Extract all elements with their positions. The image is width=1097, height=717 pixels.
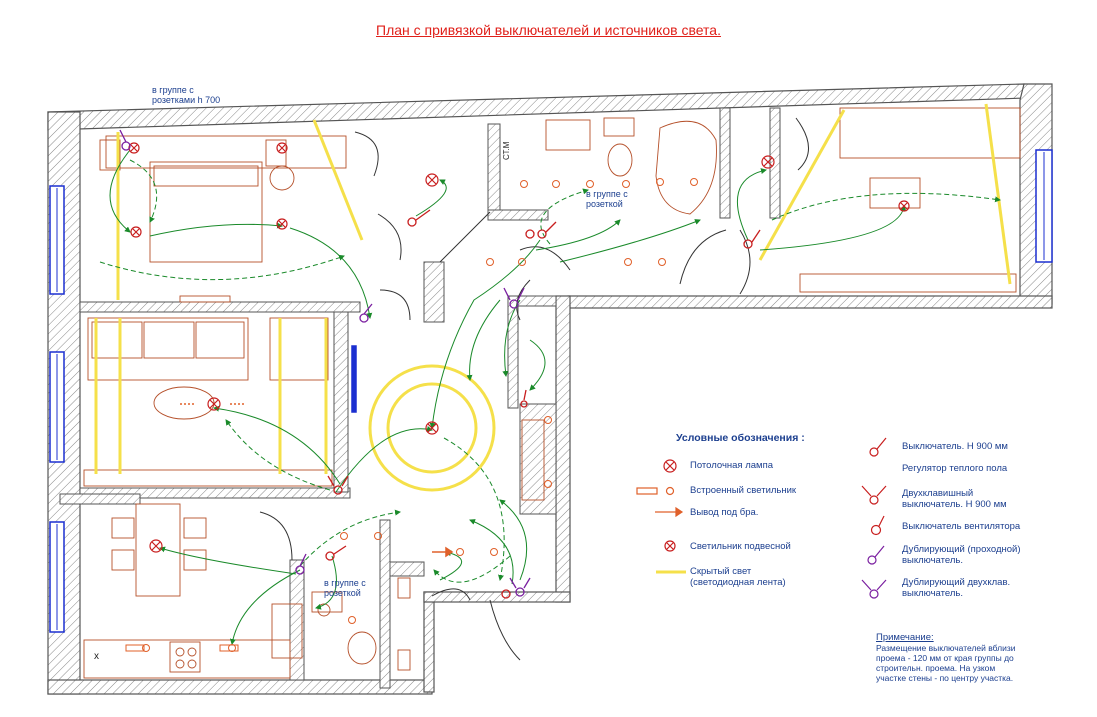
fan-switch-icon [525, 221, 557, 239]
recessed-light-icon [636, 486, 675, 496]
double-switch-icon [327, 475, 349, 495]
pendant-lamp-icon [130, 226, 142, 238]
recessed-light-icon [490, 548, 498, 556]
pass-switch-icon [119, 129, 131, 151]
double-pass-switch-icon [861, 579, 887, 599]
recessed-light-icon [520, 180, 528, 188]
kitchen-x-label: x [94, 651, 99, 662]
st-m-label: СТ.М [502, 141, 511, 160]
bath-group-note: в группе с розеткой [586, 189, 628, 209]
legend-item-ceiling-lamp: Потолочная лампа [690, 460, 773, 471]
pendant-lamp-icon [664, 540, 676, 552]
sconce-outlet-icon [432, 546, 454, 558]
legend-item-floor-heat-regulator: Регулятор теплого пола [902, 463, 1008, 474]
pendant-lamp-icon [276, 142, 288, 154]
legend-item-pass-switch: Дублирующий (проходной) выключатель. [902, 544, 1021, 566]
legend-item-sconce-outlet: Вывод под бра. [690, 507, 759, 518]
legend-item-switch: Выключатель. Н 900 мм [902, 441, 1008, 452]
pass-switch-icon [295, 553, 307, 575]
switch-icon [869, 437, 887, 457]
recessed-light-icon [374, 532, 382, 540]
legend-item-pendant-lamp: Светильник подвесной [690, 541, 791, 552]
switch-icon [407, 209, 431, 227]
recessed-light-icon [624, 258, 632, 266]
legend-item-recessed-light: Встроенный светильник [690, 485, 797, 496]
bedroom-group-note: в группе с розетками h 700 [152, 85, 221, 105]
inner-walls [59, 107, 781, 689]
recessed-light-icon [552, 180, 560, 188]
ceiling-lamp-icon [425, 173, 439, 187]
recessed-light-icon [228, 644, 236, 652]
note-text: Размещение выключателей вблизи проема - … [876, 643, 1016, 683]
legend-item-double-pass-switch: Дублирующий двухклав. выключатель. [902, 577, 1011, 599]
legend-item-led-strip: Скрытый свет (светодиодная лента) [690, 566, 786, 588]
recessed-light-icon [544, 416, 552, 424]
switches [119, 129, 761, 599]
ceiling-lamp-icon [663, 459, 677, 473]
furniture [83, 107, 1021, 679]
recessed-light-icon [658, 258, 666, 266]
ceiling-lamp-icon [425, 421, 439, 435]
doors [259, 117, 809, 661]
recessed-light-icon [456, 548, 464, 556]
recessed-light-icon [518, 258, 526, 266]
note-heading: Примечание: [876, 632, 934, 643]
recessed-light-icon [486, 258, 494, 266]
recessed-light-icon [142, 644, 150, 652]
fan-switch-icon [870, 515, 885, 536]
pendant-lamp-icon [898, 200, 910, 212]
recessed-light-icon [544, 480, 552, 488]
sconce-outlets [180, 403, 454, 558]
legend-item-double-switch: Двухклавишный выключатель. Н 900 мм [902, 488, 1007, 510]
legend-icons [636, 437, 887, 599]
recessed-lights [125, 178, 698, 652]
recessed-light-icon [340, 532, 348, 540]
switch-icon [743, 229, 761, 249]
plan-title: План с привязкой выключателей и источник… [376, 22, 721, 38]
led-strips [94, 103, 1012, 492]
fan-switch-icon [325, 545, 347, 561]
recessed-light-icon [656, 178, 664, 186]
ceiling-lamps [128, 142, 910, 553]
double-pass-switch-icon [503, 287, 525, 309]
legend-item-fan-switch: Выключатель вентилятора [902, 521, 1021, 532]
double-pass-switch-icon [509, 577, 531, 597]
wc-group-note: в группе с розеткой [324, 578, 366, 598]
ceiling-lamp-icon [761, 155, 775, 169]
recessed-light-icon [586, 180, 594, 188]
recessed-light-icon [622, 180, 630, 188]
switch-icon [520, 389, 528, 408]
recessed-light-icon [690, 178, 698, 186]
ceiling-lamp-icon [149, 539, 163, 553]
sconce-outlet-icon [655, 506, 684, 518]
recessed-light-icon [348, 616, 356, 624]
ceiling-lamp-icon [207, 397, 221, 411]
legend-title: Условные обозначения : [676, 432, 805, 444]
pass-switch-icon [359, 303, 373, 323]
pendant-lamp-icon [128, 142, 140, 154]
double-switch-icon [861, 485, 887, 505]
pendant-lamp-icon [276, 218, 288, 230]
pass-switch-icon [867, 545, 885, 565]
wiring [99, 149, 1001, 645]
fan-switch-icon [501, 589, 511, 599]
